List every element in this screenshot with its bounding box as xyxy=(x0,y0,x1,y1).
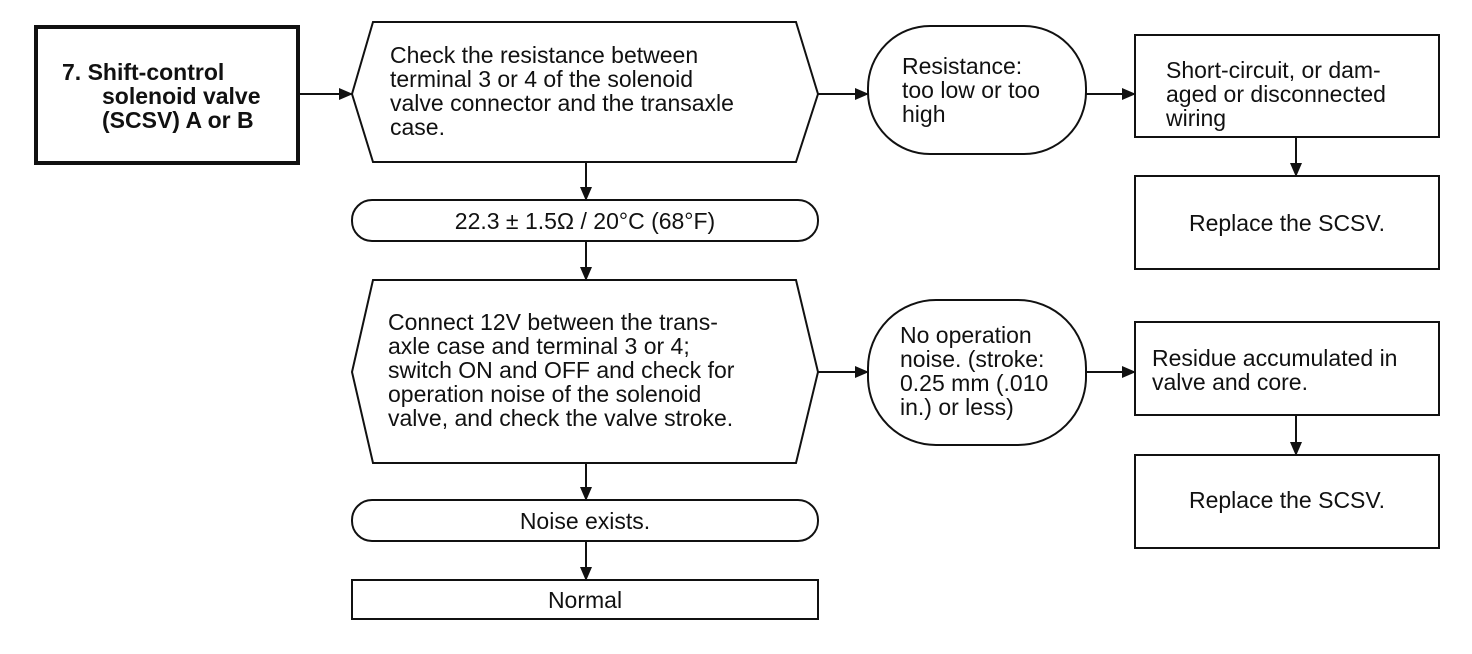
check-resistance-line-2: terminal 3 or 4 of the solenoid xyxy=(390,66,694,92)
replace-scsv-box-1 xyxy=(1134,175,1440,270)
short-circuit-line-2: aged or disconnected xyxy=(1166,81,1386,107)
no-operation-text: No operation noise. (stroke: 0.25 mm (.0… xyxy=(900,323,1048,419)
short-circuit-box xyxy=(1134,34,1440,138)
no-operation-line-1: No operation xyxy=(900,322,1032,348)
residue-text: Residue accumulated in valve and core. xyxy=(1152,346,1397,394)
residue-line-2: valve and core. xyxy=(1152,369,1308,395)
start-line-2: solenoid valve xyxy=(102,83,261,109)
connect-12v-hexagon xyxy=(350,279,820,464)
connect-12v-line-3: switch ON and OFF and check for xyxy=(388,357,735,383)
resistance-fault-line-3: high xyxy=(902,101,946,127)
replace-scsv-text-2: Replace the SCSV. xyxy=(1188,487,1386,513)
connect-12v-line-2: axle case and terminal 3 or 4; xyxy=(388,333,690,359)
start-line-1: 7. Shift-control xyxy=(62,59,225,85)
residue-line-1: Residue accumulated in xyxy=(1152,345,1398,371)
resistance-fault-line-1: Resistance: xyxy=(902,53,1023,79)
connect-12v-text: Connect 12V between the trans- axle case… xyxy=(388,310,734,430)
check-resistance-text: Check the resistance between terminal 3 … xyxy=(390,43,734,139)
resistance-fault-text: Resistance: too low or too high xyxy=(902,54,1040,126)
start-label: 7. Shift-control solenoid valve (SCSV) A… xyxy=(62,60,261,132)
connect-12v-line-1: Connect 12V between the trans- xyxy=(388,309,718,335)
short-circuit-text: Short-circuit, or dam- aged or disconnec… xyxy=(1166,58,1386,130)
no-operation-line-3: 0.25 mm (.010 xyxy=(900,370,1049,396)
check-resistance-line-1: Check the resistance between xyxy=(390,42,699,68)
short-circuit-line-3: wiring xyxy=(1166,105,1227,131)
resistance-spec-text: 22.3 ± 1.5Ω / 20°C (68°F) xyxy=(454,208,716,234)
connect-12v-line-5: valve, and check the valve stroke. xyxy=(388,405,734,431)
noise-exists-text: Noise exists. xyxy=(519,508,651,534)
no-operation-line-4: in.) or less) xyxy=(900,394,1014,420)
short-circuit-line-1: Short-circuit, or dam- xyxy=(1166,57,1381,83)
start-line-3: (SCSV) A or B xyxy=(102,107,254,133)
replace-scsv-text-1: Replace the SCSV. xyxy=(1188,210,1386,236)
replace-scsv-box-2 xyxy=(1134,454,1440,549)
no-operation-line-2: noise. (stroke: xyxy=(900,346,1045,372)
check-resistance-line-3: valve connector and the transaxle xyxy=(390,90,734,116)
resistance-fault-line-2: too low or too xyxy=(902,77,1041,103)
normal-text: Normal xyxy=(547,587,623,613)
check-resistance-line-4: case. xyxy=(390,114,445,140)
connect-12v-line-4: operation noise of the solenoid xyxy=(388,381,702,407)
